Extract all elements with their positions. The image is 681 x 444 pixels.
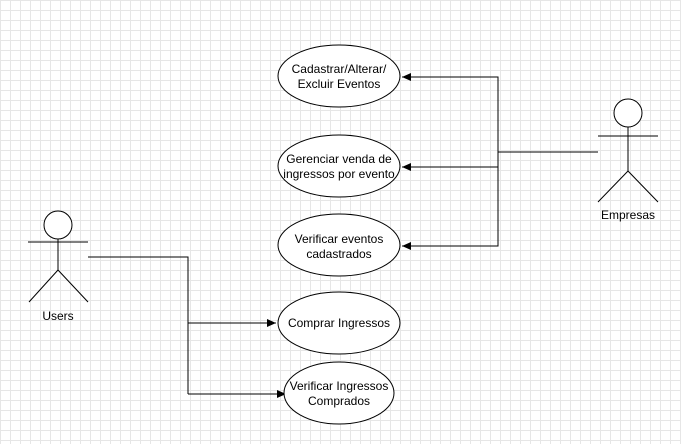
connector-empresas-uc1 — [402, 73, 499, 152]
use-case-uc2-line-1: Gerenciar venda de — [286, 152, 392, 166]
use-case-uc5-line-1: Verificar Ingressos — [290, 379, 389, 393]
stick-figure-icon — [28, 210, 89, 303]
users-connectors — [88, 256, 286, 398]
use-case-uc2[interactable]: Gerenciar venda de ingressos por evento — [277, 134, 401, 198]
use-case-uc5[interactable]: Verificar Ingressos Comprados — [283, 361, 395, 425]
connector-users-trunk — [88, 256, 189, 394]
actor-empresas-label: Empresas — [601, 208, 655, 222]
use-case-uc2-line-2: ingressos por evento — [283, 167, 395, 181]
use-case-uc1[interactable]: Cadastrar/Alterar/ Excluir Eventos — [277, 44, 401, 108]
stick-figure-icon — [597, 98, 659, 203]
use-case-uc3-line-1: Verificar eventos — [295, 232, 384, 246]
use-case-uc5-line-2: Comprados — [308, 394, 370, 408]
actor-users-label: Users — [42, 309, 73, 323]
use-case-uc1-line-2: Excluir Eventos — [298, 77, 381, 91]
use-case-uc1-line-1: Cadastrar/Alterar/ — [292, 62, 387, 76]
use-case-uc3-line-2: cadastrados — [306, 247, 371, 261]
actor-empresas[interactable]: Empresas — [597, 98, 659, 222]
empresas-connectors — [402, 73, 598, 250]
use-case-uc4-line-1: Comprar Ingressos — [288, 316, 390, 330]
use-case-uc3[interactable]: Verificar eventos cadastrados — [277, 213, 401, 277]
connector-empresas-uc3 — [402, 152, 499, 250]
actor-users[interactable]: Users — [28, 210, 89, 323]
use-case-uc4[interactable]: Comprar Ingressos — [277, 291, 401, 355]
